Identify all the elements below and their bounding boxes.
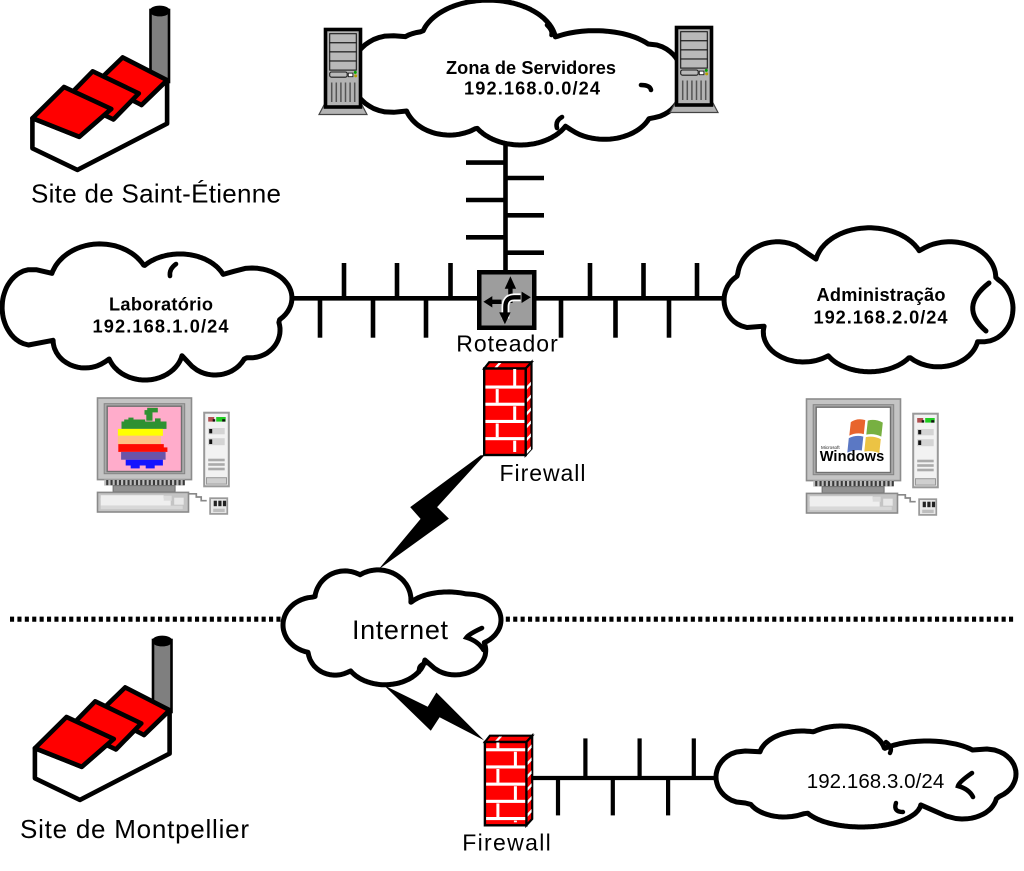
- svg-text:Site de Montpellier: Site de Montpellier: [20, 814, 249, 844]
- svg-text:Site de Saint-Étienne: Site de Saint-Étienne: [31, 179, 281, 209]
- svg-text:Microsoft: Microsoft: [821, 445, 840, 450]
- svg-text:Windows: Windows: [820, 449, 885, 465]
- svg-text:Firewall: Firewall: [500, 460, 586, 486]
- svg-text:Roteador: Roteador: [456, 331, 558, 357]
- svg-text:192.168.2.0/24: 192.168.2.0/24: [814, 308, 949, 328]
- svg-text:Zona de Servidores: Zona de Servidores: [446, 58, 616, 78]
- svg-text:Firewall: Firewall: [462, 830, 551, 856]
- svg-text:192.168.3.0/24: 192.168.3.0/24: [807, 770, 945, 793]
- svg-text:192.168.1.0/24: 192.168.1.0/24: [93, 317, 230, 337]
- svg-text:Laboratório: Laboratório: [109, 295, 213, 315]
- svg-text:Internet: Internet: [352, 615, 448, 645]
- svg-text:Administração: Administração: [817, 285, 946, 305]
- svg-text:192.168.0.0/24: 192.168.0.0/24: [464, 79, 601, 99]
